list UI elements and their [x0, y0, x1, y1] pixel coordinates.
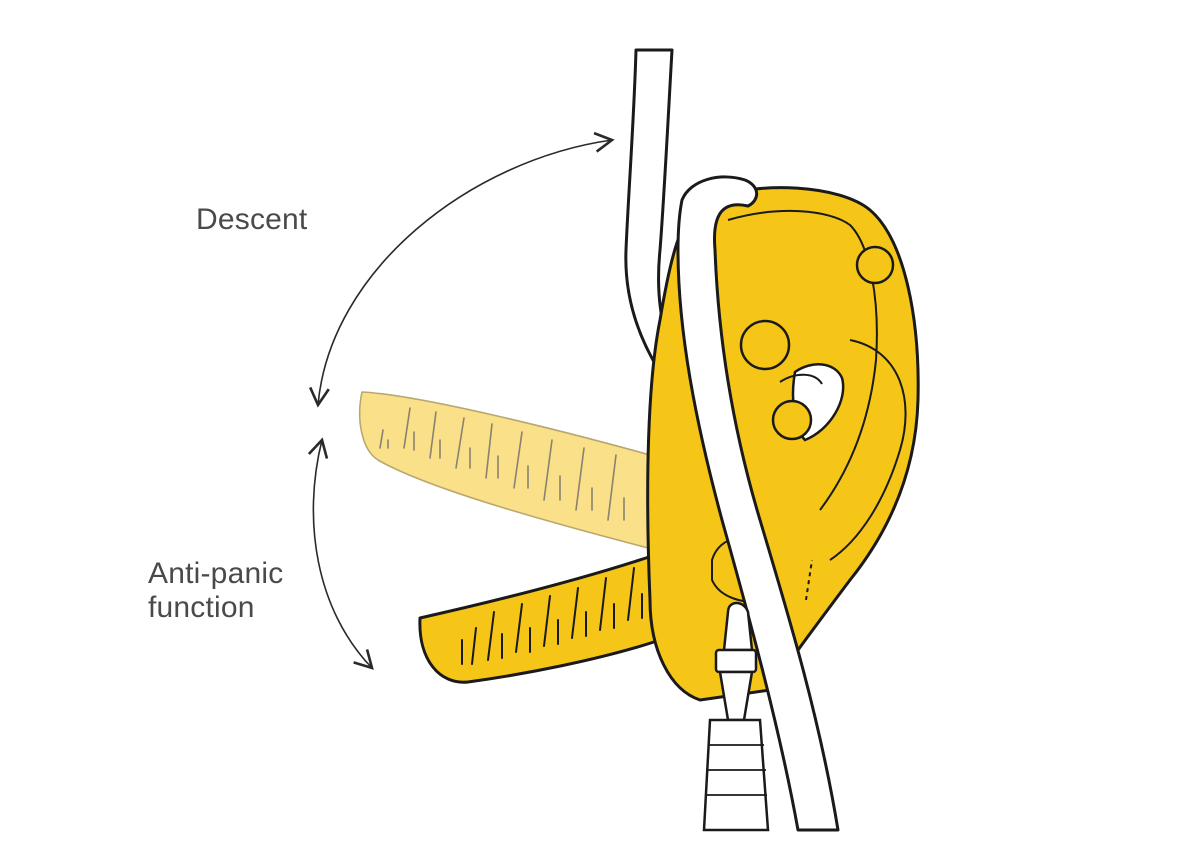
handle-descent-position	[358, 391, 651, 549]
descent-label: Descent	[196, 203, 308, 236]
bolt-top	[855, 245, 895, 285]
anti-panic-label: Anti-panic function	[148, 557, 284, 624]
handle-anti-panic-position	[418, 553, 662, 684]
descender-device-body	[646, 186, 920, 702]
anti-panic-range-arrow	[307, 437, 374, 670]
bolt-cam	[771, 399, 813, 441]
connector-carabiner	[702, 601, 770, 832]
descent-range-arrow	[309, 131, 615, 408]
bolt-middle	[739, 319, 791, 371]
rope-through-device	[676, 175, 840, 832]
